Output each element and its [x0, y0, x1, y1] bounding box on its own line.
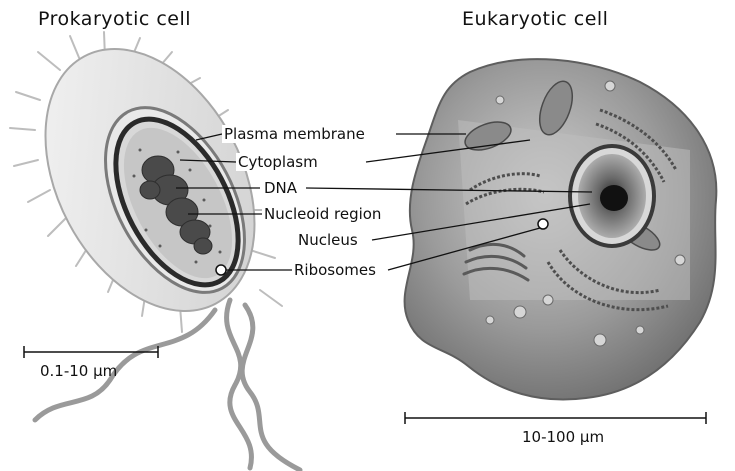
- ribosome-marker: [216, 265, 226, 275]
- label-plasma-membrane: Plasma membrane: [222, 125, 367, 143]
- prokaryotic-cell-title: Prokaryotic cell: [38, 8, 191, 30]
- nucleus-shape: [570, 146, 654, 246]
- label-dna: DNA: [262, 179, 299, 197]
- eukaryotic-scale-label: 10-100 µm: [522, 428, 604, 446]
- eukaryotic-scale-bar: [405, 412, 706, 424]
- label-cytoplasm: Cytoplasm: [236, 153, 320, 171]
- nucleolus: [600, 185, 628, 211]
- flagella: [35, 300, 300, 470]
- eukaryotic-cell-title: Eukaryotic cell: [462, 8, 608, 30]
- eukaryotic-cell-illustration: [405, 59, 717, 399]
- label-nucleus: Nucleus: [296, 231, 360, 249]
- prokaryotic-cell-illustration: [3, 13, 300, 470]
- prokaryotic-scale-label: 0.1-10 µm: [40, 362, 117, 380]
- label-ribosomes: Ribosomes: [292, 261, 378, 279]
- prokaryotic-scale-bar: [24, 346, 158, 358]
- label-nucleoid-region: Nucleoid region: [262, 205, 383, 223]
